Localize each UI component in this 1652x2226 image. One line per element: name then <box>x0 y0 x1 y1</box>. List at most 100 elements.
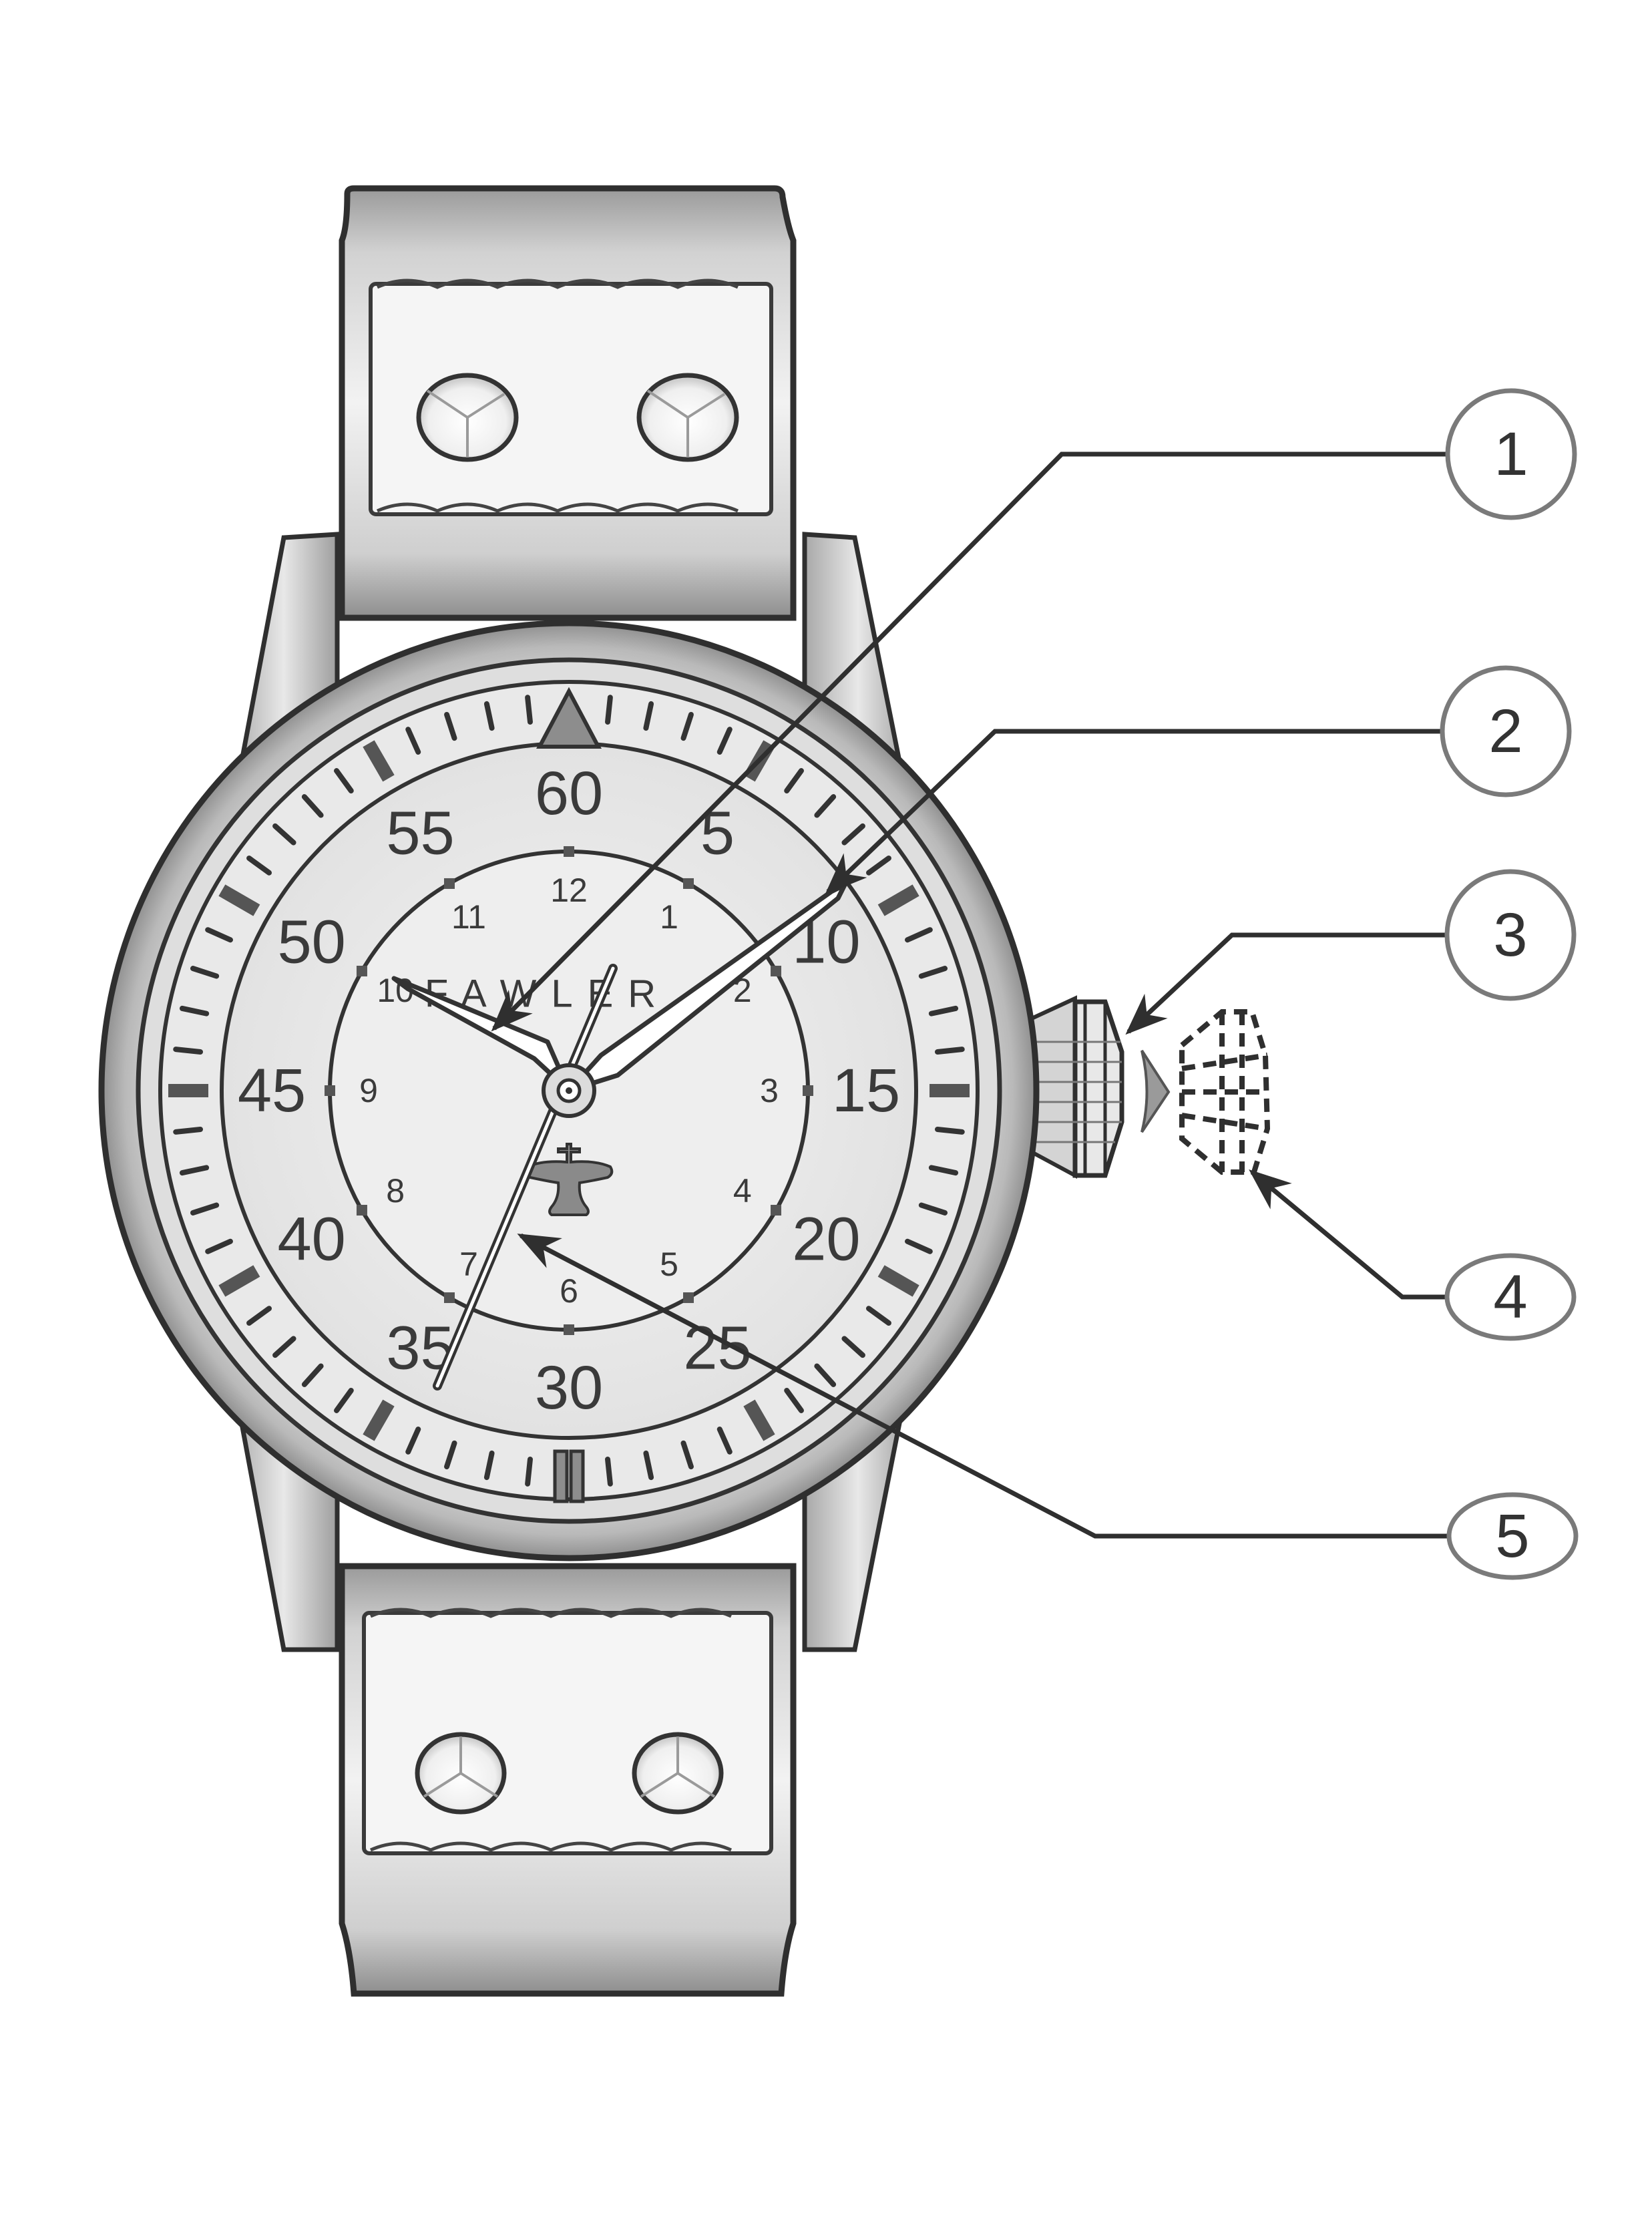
callout-3: 3 <box>1444 869 1577 1001</box>
minor-tick <box>934 1127 965 1135</box>
minor-tick <box>179 1005 210 1016</box>
minor-tick <box>928 1165 959 1176</box>
minor-tick <box>643 701 654 731</box>
minor-tick <box>301 1363 324 1387</box>
minor-tick <box>866 856 891 876</box>
stitching <box>369 1608 733 1618</box>
minute-numeral: 30 <box>535 1354 603 1422</box>
rivet-icon <box>632 1732 724 1815</box>
rivet-icon <box>415 1732 507 1815</box>
hour-numeral: 4 <box>733 1172 752 1210</box>
pull-direction-arrow-icon <box>1141 1049 1171 1133</box>
major-tick <box>218 884 260 916</box>
minor-tick <box>841 1336 865 1358</box>
minor-tick <box>190 1202 220 1216</box>
callout-4: 4 <box>1444 1253 1577 1341</box>
minor-tick <box>905 927 933 943</box>
crown-pulled-out <box>1179 1009 1271 1175</box>
minor-tick <box>680 1440 694 1470</box>
minor-tick <box>173 1047 204 1055</box>
minor-tick <box>272 823 296 846</box>
minor-tick <box>205 927 233 943</box>
hour-numeral: 5 <box>660 1246 678 1283</box>
minor-tick <box>405 727 421 755</box>
minor-tick <box>716 727 733 755</box>
minor-tick <box>483 701 495 731</box>
hour-numeral: 6 <box>560 1272 578 1310</box>
minor-tick <box>918 966 948 979</box>
minor-tick <box>246 856 272 876</box>
crown <box>1030 995 1124 1179</box>
stitching <box>369 1841 733 1852</box>
minor-tick <box>643 1450 654 1481</box>
hour-index-marker <box>325 1085 335 1096</box>
hour-index-marker <box>564 1324 574 1335</box>
minor-tick <box>680 711 694 741</box>
minor-tick <box>444 711 457 741</box>
rivet-icon <box>636 373 739 462</box>
svg-text:4: 4 <box>1493 1263 1527 1331</box>
hour-index-marker <box>771 966 782 976</box>
hour-index-marker <box>771 1205 782 1216</box>
minor-tick <box>334 1388 354 1413</box>
major-tick <box>363 740 395 782</box>
minor-tick <box>190 966 220 979</box>
hour-index-marker <box>683 1292 694 1304</box>
svg-text:5: 5 <box>1495 1502 1529 1570</box>
minute-numeral: 20 <box>792 1205 860 1274</box>
hour-index-marker <box>803 1085 813 1096</box>
minor-tick <box>716 1427 733 1455</box>
major-tick <box>743 1399 775 1441</box>
minor-tick <box>205 1238 233 1254</box>
minute-numeral: 40 <box>277 1205 345 1274</box>
hour-numeral: 8 <box>386 1172 405 1210</box>
hour-index-marker <box>444 878 455 889</box>
minor-tick <box>918 1202 948 1216</box>
minor-tick <box>605 695 613 725</box>
center-hub <box>542 1063 596 1118</box>
minor-tick <box>334 768 354 793</box>
callout-5: 5 <box>1446 1492 1579 1580</box>
minor-tick <box>444 1440 457 1470</box>
callout-1: 1 <box>1445 388 1577 520</box>
minor-tick <box>928 1005 959 1016</box>
double-bar-marker <box>569 1449 585 1503</box>
major-tick <box>877 884 919 916</box>
minute-numeral: 55 <box>386 799 454 868</box>
hour-index-marker <box>356 966 367 976</box>
minor-tick <box>272 1336 296 1358</box>
hour-numeral: 3 <box>760 1072 779 1109</box>
minute-numeral: 5 <box>700 799 735 868</box>
hour-hand <box>391 976 572 1093</box>
minor-tick <box>784 768 804 793</box>
hour-numeral: 7 <box>459 1246 478 1283</box>
minor-tick <box>814 794 837 818</box>
callout-leaders <box>491 451 1449 1539</box>
minute-numeral: 60 <box>535 759 603 827</box>
minute-track <box>168 695 970 1503</box>
minor-tick <box>905 1238 933 1254</box>
minor-tick <box>784 1388 804 1413</box>
minor-tick <box>405 1427 421 1455</box>
major-tick <box>218 1265 260 1297</box>
svg-text:3: 3 <box>1493 901 1527 969</box>
stitching <box>376 502 739 513</box>
minor-tick <box>525 695 533 725</box>
hour-index-marker <box>356 1205 367 1216</box>
major-tick <box>363 1399 395 1441</box>
hour-numeral: 11 <box>451 898 486 936</box>
lower-strap-stitch-panel <box>362 1611 773 1855</box>
second-hand <box>433 964 618 1390</box>
rivet-icon <box>416 373 519 462</box>
minor-tick <box>483 1450 495 1481</box>
double-bar-marker <box>553 1449 569 1503</box>
minor-tick <box>814 1363 837 1387</box>
hour-numeral: 12 <box>550 872 588 909</box>
minor-tick <box>605 1456 613 1487</box>
minute-numeral: 50 <box>277 908 345 976</box>
hour-index-marker <box>683 878 694 889</box>
minor-tick <box>934 1047 965 1055</box>
minute-numeral: 45 <box>238 1057 306 1125</box>
